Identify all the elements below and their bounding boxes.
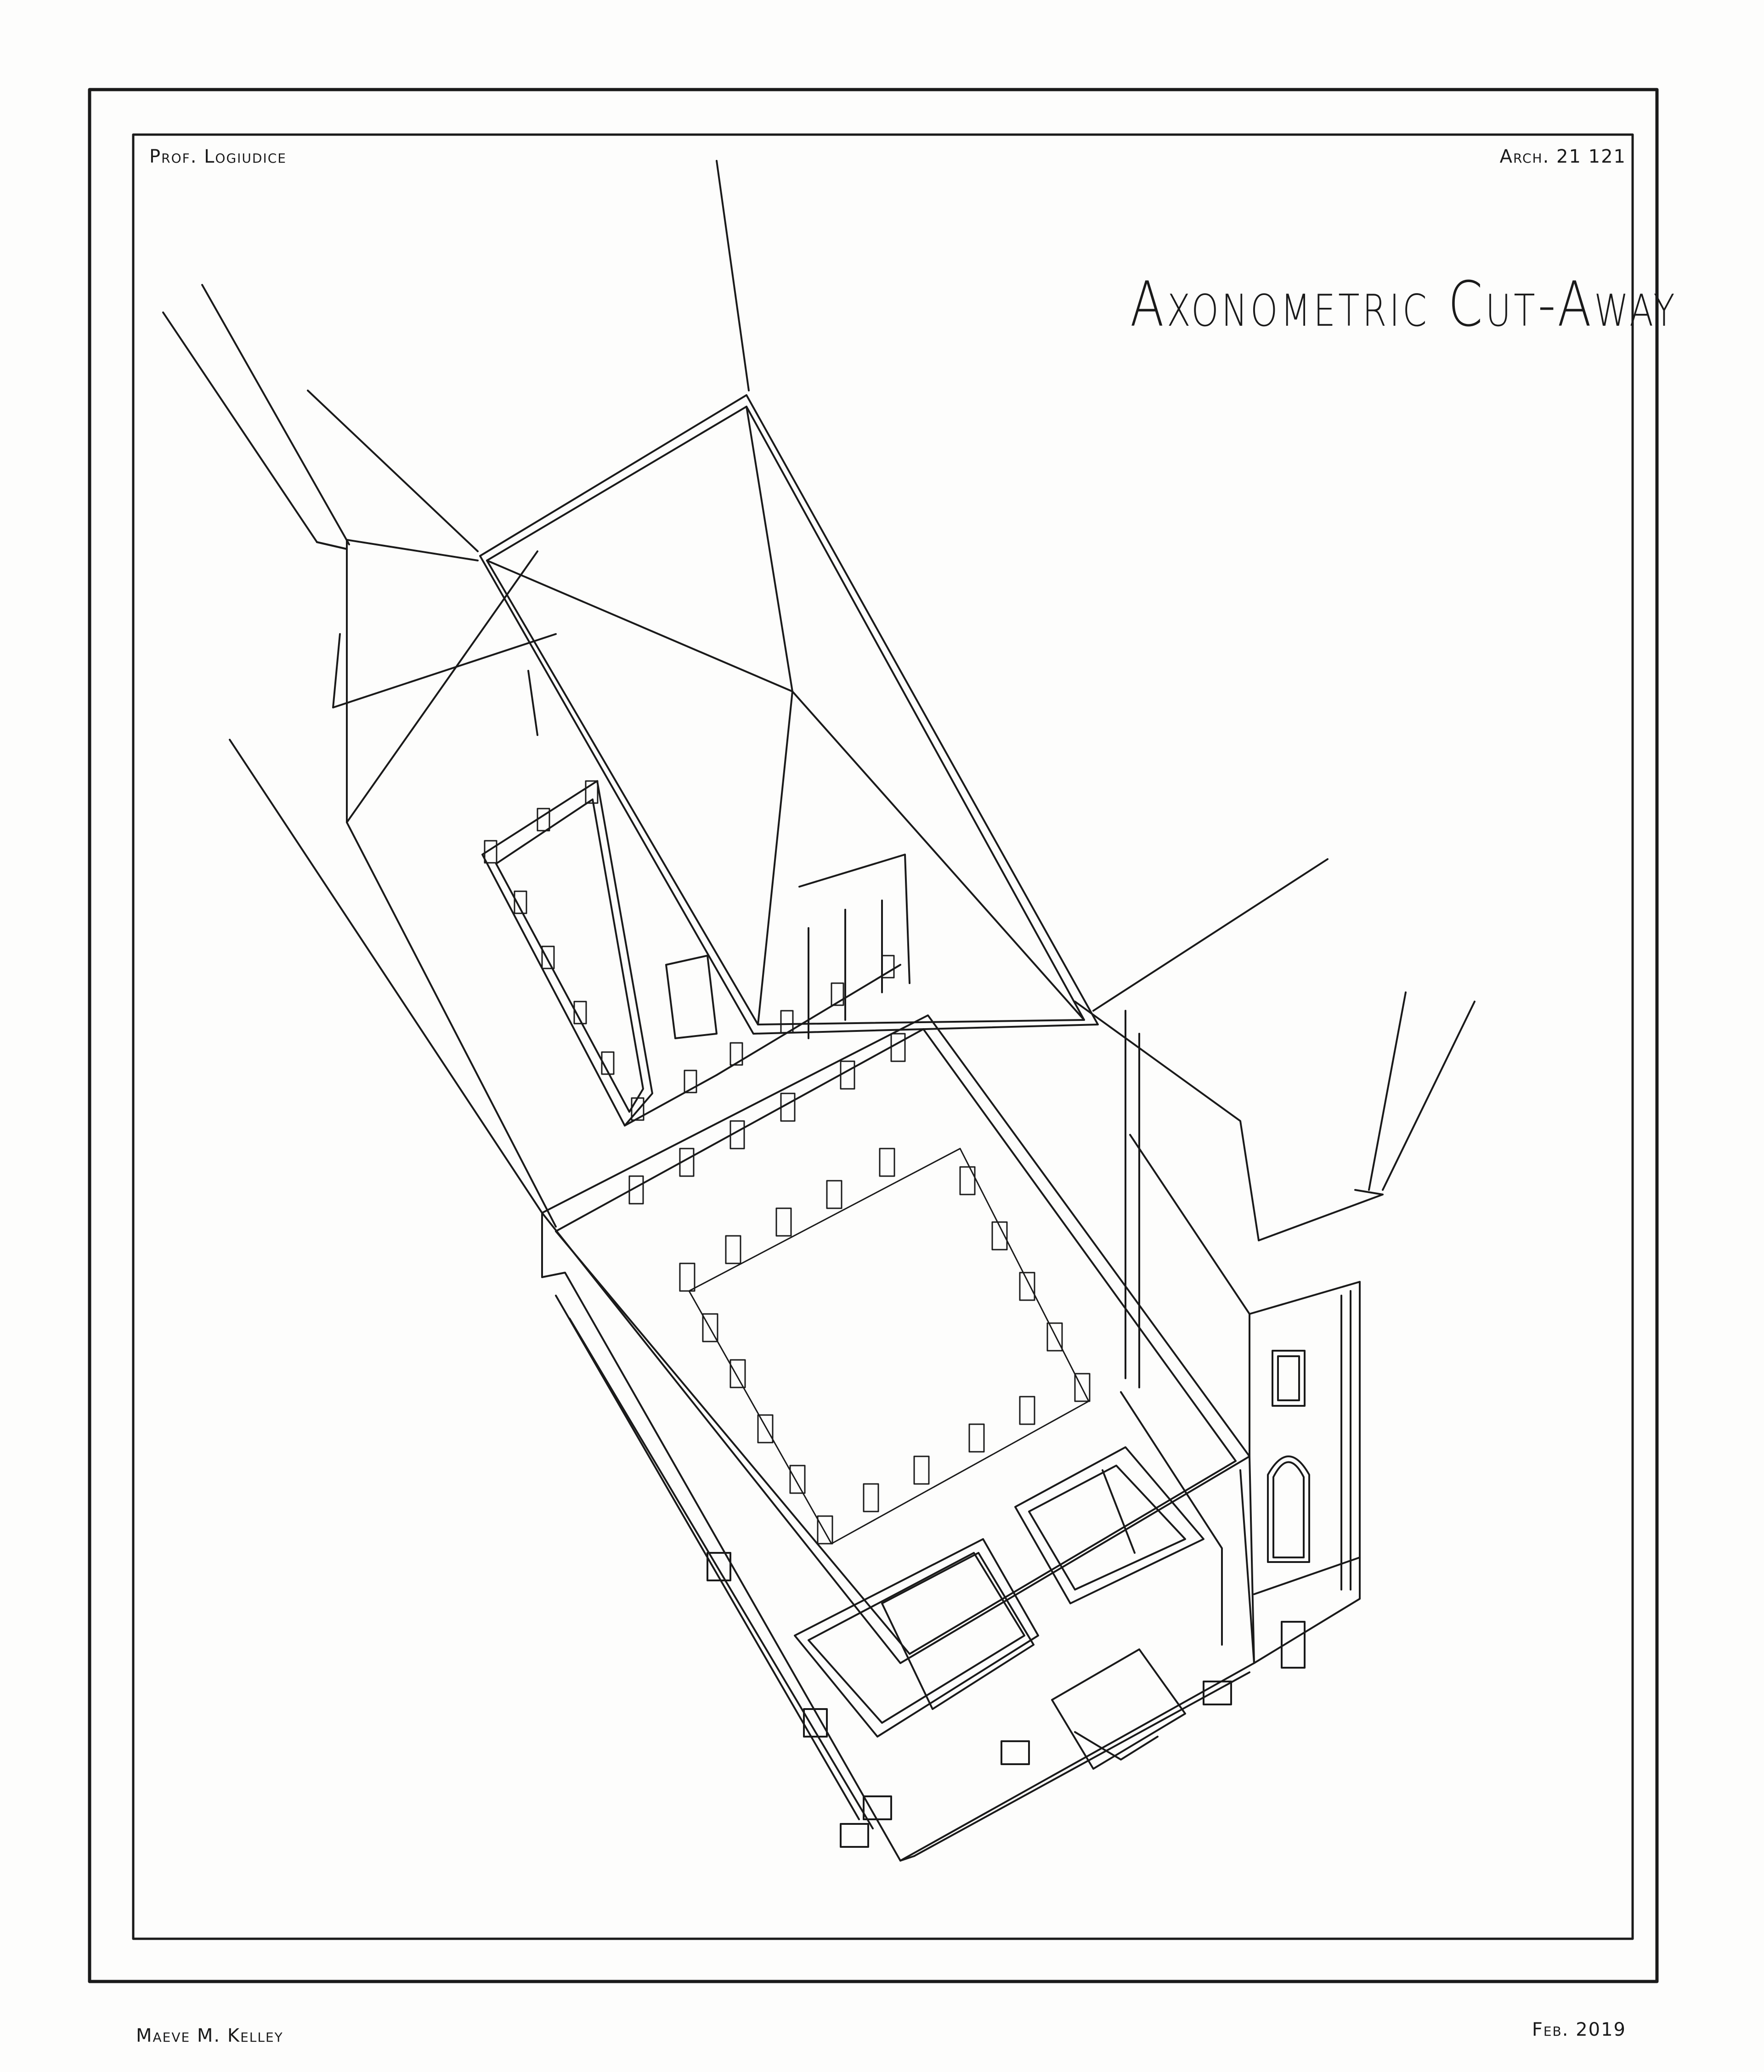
- date-label: Feb. 2019: [1532, 2019, 1626, 2040]
- professor-label: Prof. Logiudice: [149, 146, 287, 167]
- sheet-borders: [88, 88, 1659, 1983]
- lower-rooms: [707, 1446, 1232, 1848]
- inner-border: [132, 133, 1634, 1940]
- cloister-columns: [628, 1033, 1091, 1545]
- floor-plan: [541, 1010, 1361, 1862]
- drawing-title: Axonometric Cut-Away: [1130, 269, 1678, 341]
- upper-colonnade: [481, 780, 910, 1127]
- upper-columns: [484, 780, 895, 1121]
- outer-border: [88, 88, 1659, 1983]
- author-label: Maeve M. Kelley: [136, 2025, 283, 2046]
- course-label: Arch. 21 121: [1499, 146, 1626, 167]
